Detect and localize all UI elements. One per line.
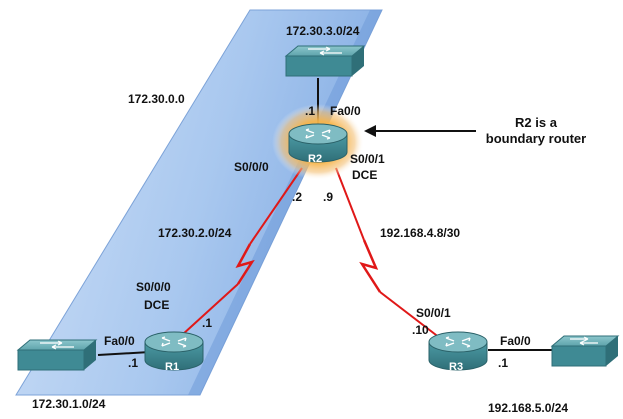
r1-switch-link: [97, 351, 151, 356]
r1-fa00-host: .1: [128, 356, 139, 370]
r2-s000-host: .2: [292, 190, 303, 204]
network-label-r3-lan: 192.168.5.0/24: [488, 401, 569, 415]
switch-icon: [550, 335, 620, 367]
r1-s000-dce: DCE: [144, 298, 170, 312]
router-r2-label: R2: [308, 153, 323, 165]
annotation-line-2: boundary router: [485, 131, 587, 146]
switch-icon: [16, 339, 98, 371]
r3-fa00-host: .1: [498, 356, 509, 370]
boundary-annotation: R2 is a boundary router: [476, 116, 596, 146]
r2-fa00-label: Fa0/0: [330, 104, 361, 118]
network-label-r1-r2: 172.30.2.0/24: [158, 226, 232, 240]
router-icon: [428, 331, 488, 371]
router-icon: [144, 331, 204, 371]
r1-fa00-label: Fa0/0: [104, 334, 135, 348]
annotation-line-1: R2 is a: [515, 115, 557, 130]
r1-s000-host: .1: [202, 316, 213, 330]
r3-fa00-label: Fa0/0: [500, 334, 531, 348]
r3-s001-host: .10: [412, 323, 429, 337]
r2-s001-label: S0/0/1: [350, 152, 385, 166]
arrow-left-icon: [364, 125, 476, 137]
r2-s001-host: .9: [323, 190, 334, 204]
serial-link-r2-r3: [335, 167, 441, 339]
router-r1-label: R1: [165, 361, 180, 373]
r2-s000-label: S0/0/0: [234, 160, 269, 174]
r3-s001-label: S0/0/1: [416, 306, 451, 320]
network-label-r1-lan: 172.30.1.0/24: [32, 397, 106, 411]
r1-s000-label: S0/0/0: [136, 280, 171, 294]
serial-link-r1-r2: [181, 167, 303, 336]
router-icon: [288, 123, 348, 163]
network-label-top-lan: 172.30.3.0/24: [286, 24, 360, 38]
r2-fa00-host: .1: [305, 104, 316, 118]
network-label-r2-r3: 192.168.4.8/30: [380, 226, 461, 240]
switch-icon: [284, 45, 366, 77]
network-label-classful: 172.30.0.0: [128, 92, 185, 106]
router-r3-label: R3: [449, 361, 464, 373]
r2-s001-dce: DCE: [352, 168, 378, 182]
